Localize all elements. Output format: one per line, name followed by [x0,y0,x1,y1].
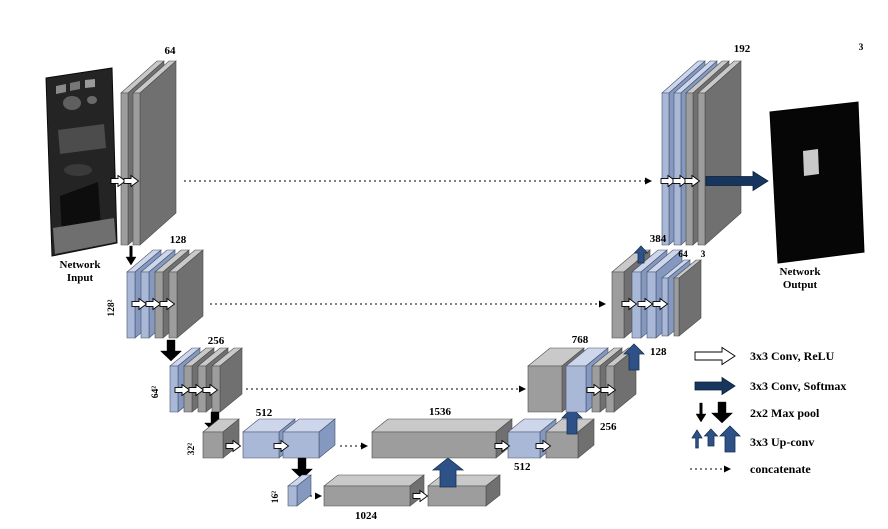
legend-max-pool-thin-arrow-icon [695,402,707,423]
encoder-level4-stack [202,418,336,459]
encoder-level2-stack [126,249,204,339]
decoder-level1-stack [661,60,742,246]
dec2-final-label: 3 [701,250,706,260]
bottleneck-stack [287,474,501,507]
legend-up-conv-thin-arrow-icon [691,429,703,449]
enc4-size-label: 32² [187,443,197,456]
enc1-channels-label: 64 [165,45,177,57]
network-input-image [45,67,118,257]
bottleneck-size-label: 16² [271,491,281,504]
network-input-label-line2: Input [67,272,94,284]
dec3-concat-label: 768 [572,334,589,346]
concat-arrowhead-icon [361,442,368,450]
skip-connection-level4 [340,442,368,450]
legend-up-conv-label: 3x3 Up-conv [750,435,814,449]
concat-arrowhead-icon [599,300,606,308]
decoder-level4-stack [371,418,595,459]
enc3-channels-label: 256 [208,335,225,347]
enc3-size-label: 64² [151,386,161,399]
network-input-label-line1: Network [60,259,102,271]
legend-conv-relu-label: 3x3 Conv, ReLU [750,349,835,363]
dec3-up-label: 128 [650,346,667,358]
dec4-out-label: 256 [600,421,617,433]
network-output-image [769,101,865,264]
dec4-up-label: 512 [514,461,531,473]
legend-conv-relu-arrow-icon [694,347,736,365]
concat-arrowhead-icon [315,492,322,500]
max-pool-arrow-icon [125,245,137,266]
dec2-concat-label: 384 [650,233,667,245]
legend-concatenate-label: concatenate [750,462,811,476]
dec2-out-label: 64 [678,250,688,260]
concat-arrowhead-icon [519,385,526,393]
dec4-concat-label: 1536 [429,406,452,418]
enc2-channels-label: 128 [170,234,187,246]
legend-conv-softmax-arrow-icon [694,377,736,395]
bottleneck-channels-label: 1024 [355,510,378,522]
enc4-channels-label: 512 [256,407,273,419]
encoder-level1-stack [120,60,177,246]
legend-max-pool-thick-arrow-icon [711,401,733,424]
max-pool-arrow-icon [160,339,182,362]
legend: 3x3 Conv, ReLU 3x3 Conv, Softmax 2x2 Max… [690,347,846,476]
network-output-label-line1: Network [780,266,822,278]
legend-concat-arrowhead-icon [724,465,731,473]
skip-connection-level3 [246,385,526,393]
output-channels-label: 3 [859,43,864,53]
concat-arrowhead-icon [645,177,652,185]
legend-max-pool-label: 2x2 Max pool [750,406,820,420]
enc2-size-label: 128² [107,299,117,316]
legend-up-conv-small-arrow-icon [704,428,718,447]
dec1-concat-label: 192 [734,43,751,55]
legend-conv-softmax-label: 3x3 Conv, Softmax [750,379,846,393]
network-output-label-line2: Output [783,279,818,291]
skip-connection-level2 [210,300,606,308]
decoder-level3-stack [527,347,637,413]
legend-up-conv-large-arrow-icon [719,425,741,453]
skip-connection-level1 [184,177,652,185]
encoder-level3-stack [169,347,243,413]
decoder-level2-stack [611,249,702,339]
